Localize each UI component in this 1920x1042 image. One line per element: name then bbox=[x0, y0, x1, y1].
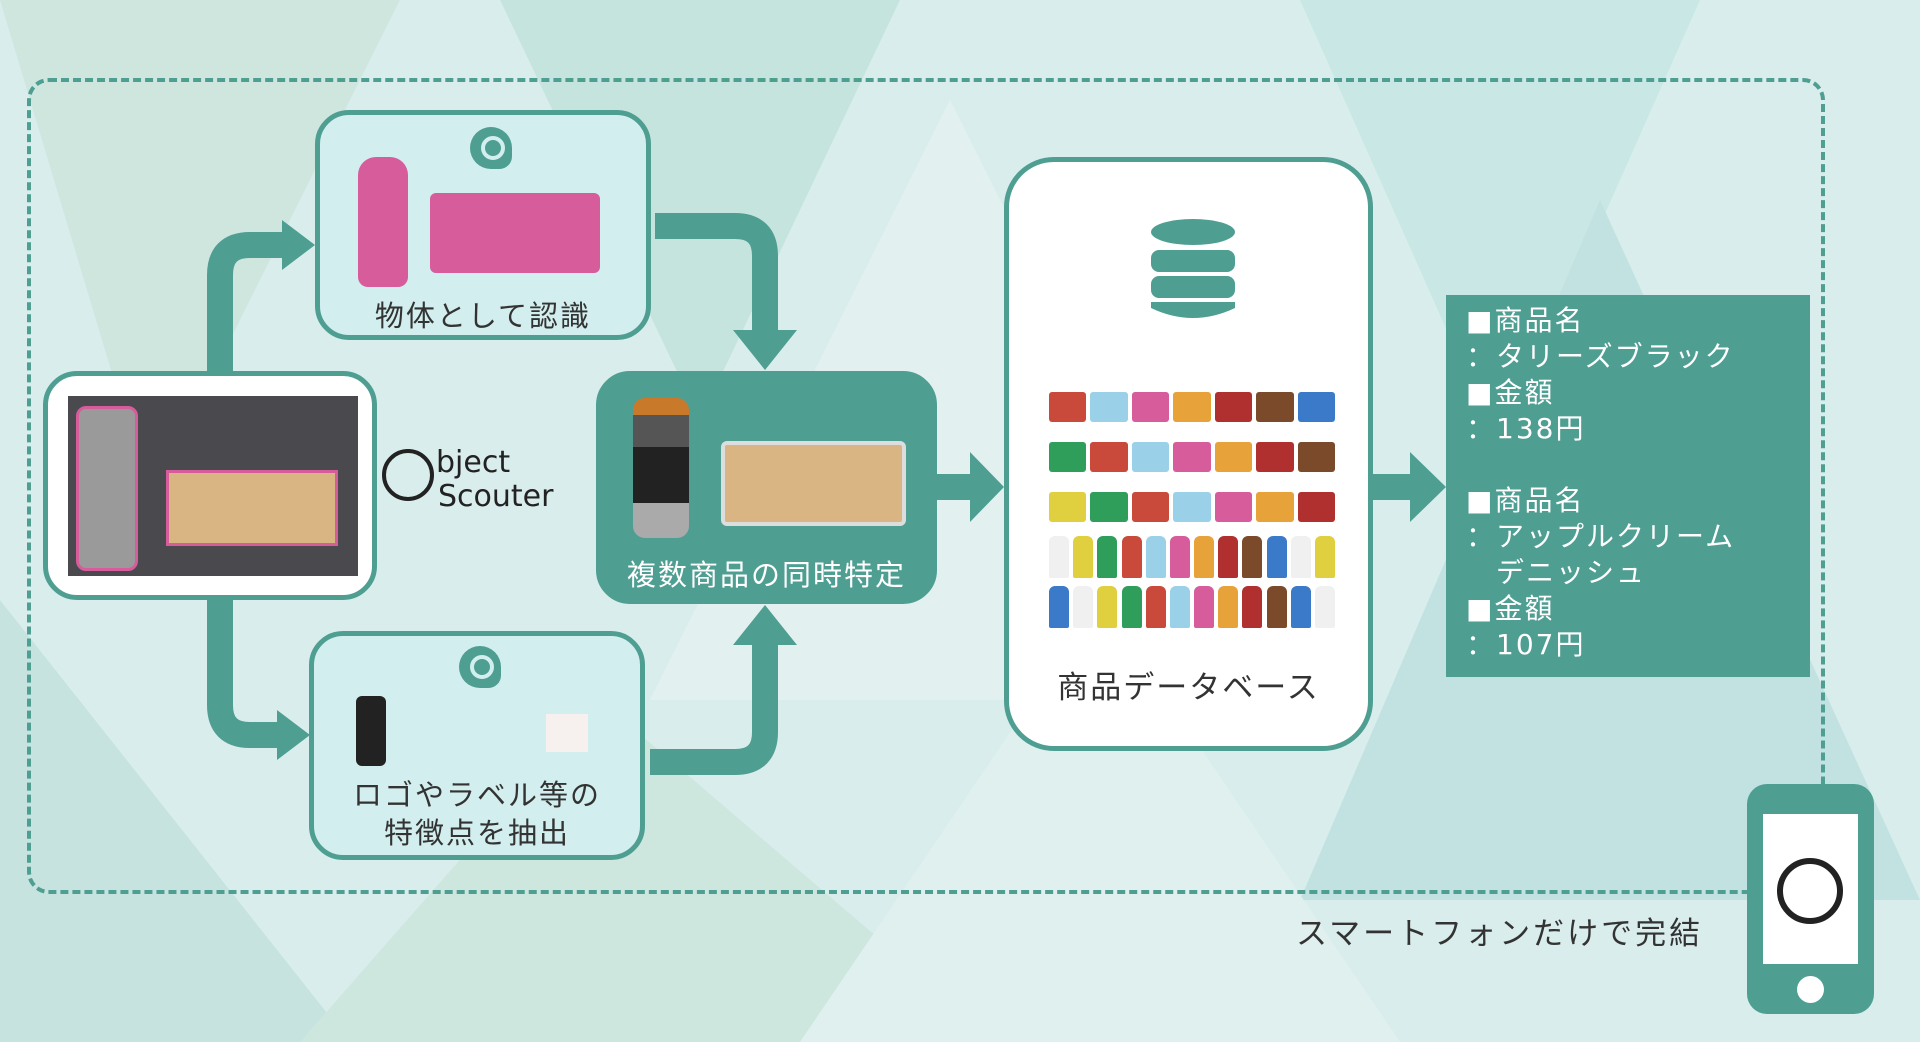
bread-detection-box bbox=[166, 470, 338, 546]
product-thumb bbox=[1097, 536, 1118, 578]
step-label: 複数商品の同時特定 bbox=[626, 558, 906, 592]
item2-price-label: ■金額 bbox=[1466, 592, 1555, 625]
product-thumb bbox=[1121, 536, 1142, 578]
home-button bbox=[1797, 976, 1824, 1003]
product-thumb bbox=[1314, 536, 1335, 578]
smartphone-boundary bbox=[27, 78, 1825, 894]
product-thumb bbox=[1173, 442, 1211, 472]
product-thumbnail-grid bbox=[1047, 382, 1337, 628]
product-thumb bbox=[1256, 492, 1294, 522]
product-thumb bbox=[1297, 442, 1335, 472]
product-thumb bbox=[1297, 492, 1335, 522]
product-thumb bbox=[1256, 392, 1294, 422]
item2-name-value: ：アップルクリーム bbox=[1466, 520, 1736, 553]
flow-arrows bbox=[207, 213, 1415, 775]
product-database: 商品データベース bbox=[1004, 157, 1373, 751]
logo-text-2: Scouter bbox=[438, 479, 554, 514]
smartphone-caption: スマートフォンだけで完結 bbox=[1296, 916, 1704, 952]
item2-name-label: ■商品名 bbox=[1466, 484, 1585, 517]
database-icon bbox=[1151, 219, 1235, 318]
product-thumb bbox=[1256, 442, 1294, 472]
logo-text-1: bject bbox=[436, 445, 511, 480]
product-thumb bbox=[1169, 536, 1190, 578]
product-thumb bbox=[1073, 536, 1094, 578]
product-thumb bbox=[1266, 536, 1287, 578]
product-thumb bbox=[1242, 536, 1263, 578]
arrow-recognition-to-identify bbox=[655, 213, 778, 335]
item2-price-value: ：107円 bbox=[1466, 628, 1586, 661]
object-scouter-logo: bject Scouter bbox=[382, 445, 597, 525]
product-thumb bbox=[1145, 536, 1166, 578]
bottle-silhouette bbox=[358, 157, 408, 287]
bread-silhouette bbox=[430, 193, 600, 273]
step-object-recognition: 物体として認識 bbox=[315, 110, 651, 340]
input-photo-card bbox=[43, 371, 377, 600]
product-thumb bbox=[1145, 586, 1166, 628]
product-thumb bbox=[1131, 442, 1170, 472]
smartphone-icon bbox=[1747, 784, 1874, 1014]
product-thumb bbox=[1214, 492, 1253, 522]
product-thumb bbox=[1218, 536, 1239, 578]
product-thumb bbox=[1073, 586, 1094, 628]
bread-image bbox=[721, 441, 906, 526]
arrow-to-features bbox=[207, 598, 280, 748]
product-thumb bbox=[1121, 586, 1142, 628]
price-label-crop bbox=[546, 714, 588, 752]
product-thumb bbox=[1169, 586, 1190, 628]
product-thumb bbox=[1097, 586, 1118, 628]
product-thumb bbox=[1049, 392, 1087, 422]
app-logo-icon bbox=[1777, 858, 1843, 924]
recognition-result-panel: ■商品名 ：タリーズブラック ■金額 ：138円 ■商品名 ：アップルクリーム … bbox=[1446, 295, 1810, 677]
product-thumb bbox=[1194, 586, 1215, 628]
product-thumb bbox=[1090, 392, 1128, 422]
step-label: 物体として認識 bbox=[374, 299, 592, 333]
step-label: ロゴやラベル等の特徴点を抽出 bbox=[352, 778, 601, 850]
arrow-to-recognition bbox=[207, 232, 285, 372]
product-thumb bbox=[1290, 536, 1311, 578]
product-thumb bbox=[1090, 442, 1128, 472]
product-thumb bbox=[1173, 492, 1211, 522]
product-thumb bbox=[1131, 492, 1170, 522]
logo-label-crop bbox=[356, 696, 386, 766]
product-thumb bbox=[1218, 586, 1239, 628]
step-simultaneous-identification: 複数商品の同時特定 bbox=[596, 371, 937, 604]
item1-price-value: ：138円 bbox=[1466, 412, 1586, 445]
product-thumb bbox=[1049, 442, 1087, 472]
product-thumb bbox=[1314, 586, 1335, 628]
product-thumb bbox=[1214, 392, 1253, 422]
ai-head-gear-icon bbox=[459, 646, 501, 688]
item1-name-label: ■商品名 bbox=[1466, 304, 1585, 337]
product-thumb bbox=[1173, 392, 1211, 422]
ai-head-gear-icon bbox=[470, 127, 512, 169]
product-thumb bbox=[1214, 442, 1253, 472]
database-label: 商品データベース bbox=[1057, 670, 1320, 706]
item1-price-label: ■金額 bbox=[1466, 376, 1555, 409]
phone-screen bbox=[1763, 814, 1858, 964]
product-thumb bbox=[1297, 392, 1335, 422]
coffee-bottle-image bbox=[633, 398, 689, 538]
item1-name-value: ：タリーズブラック bbox=[1466, 340, 1735, 373]
product-thumb bbox=[1049, 536, 1070, 578]
product-thumb bbox=[1131, 392, 1170, 422]
item2-name-value-cont: デニッシュ bbox=[1466, 556, 1647, 589]
product-thumb bbox=[1266, 586, 1287, 628]
product-thumb bbox=[1049, 492, 1087, 522]
product-thumb bbox=[1049, 586, 1070, 628]
step-feature-extraction: ロゴやラベル等の特徴点を抽出 bbox=[309, 631, 645, 860]
product-thumb bbox=[1090, 492, 1128, 522]
captured-photo bbox=[68, 396, 358, 576]
arrow-features-to-identify bbox=[650, 640, 778, 775]
product-thumb bbox=[1290, 586, 1311, 628]
logo-o-icon bbox=[382, 449, 434, 501]
product-thumb bbox=[1194, 536, 1215, 578]
product-thumb bbox=[1242, 586, 1263, 628]
bottle-detection-box bbox=[76, 406, 138, 571]
